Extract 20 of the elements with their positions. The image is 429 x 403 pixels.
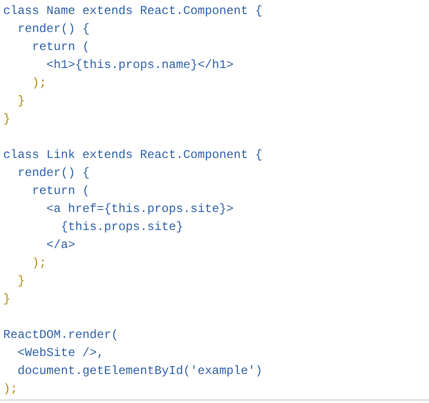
code-line: document.getElementById('example') xyxy=(18,365,260,376)
code-line: {this.props.site} xyxy=(62,221,182,232)
code-line: class Name extends React.Component { xyxy=(4,5,262,16)
code-line: ); xyxy=(34,257,44,268)
code-line: <WebSite />, xyxy=(18,347,101,358)
code-line: ); xyxy=(5,383,16,394)
code-line: </a> xyxy=(47,239,74,248)
code-line: class Link extends React.Component { xyxy=(4,149,262,160)
code-line: } xyxy=(4,293,10,304)
code-line: } xyxy=(18,275,24,286)
code-line: <a href={this.props.site}> xyxy=(47,203,233,214)
code-line: return ( xyxy=(33,41,88,52)
code-line: } xyxy=(4,113,10,124)
code-line: <h1>{this.props.name}</h1> xyxy=(47,59,233,70)
code-line: return ( xyxy=(33,185,88,196)
code-line: ); xyxy=(34,77,44,88)
code-line: render() { xyxy=(19,23,89,34)
code-line: render() { xyxy=(19,167,89,178)
code-line: ReactDOM.render( xyxy=(4,329,116,340)
code-line: } xyxy=(18,95,24,106)
